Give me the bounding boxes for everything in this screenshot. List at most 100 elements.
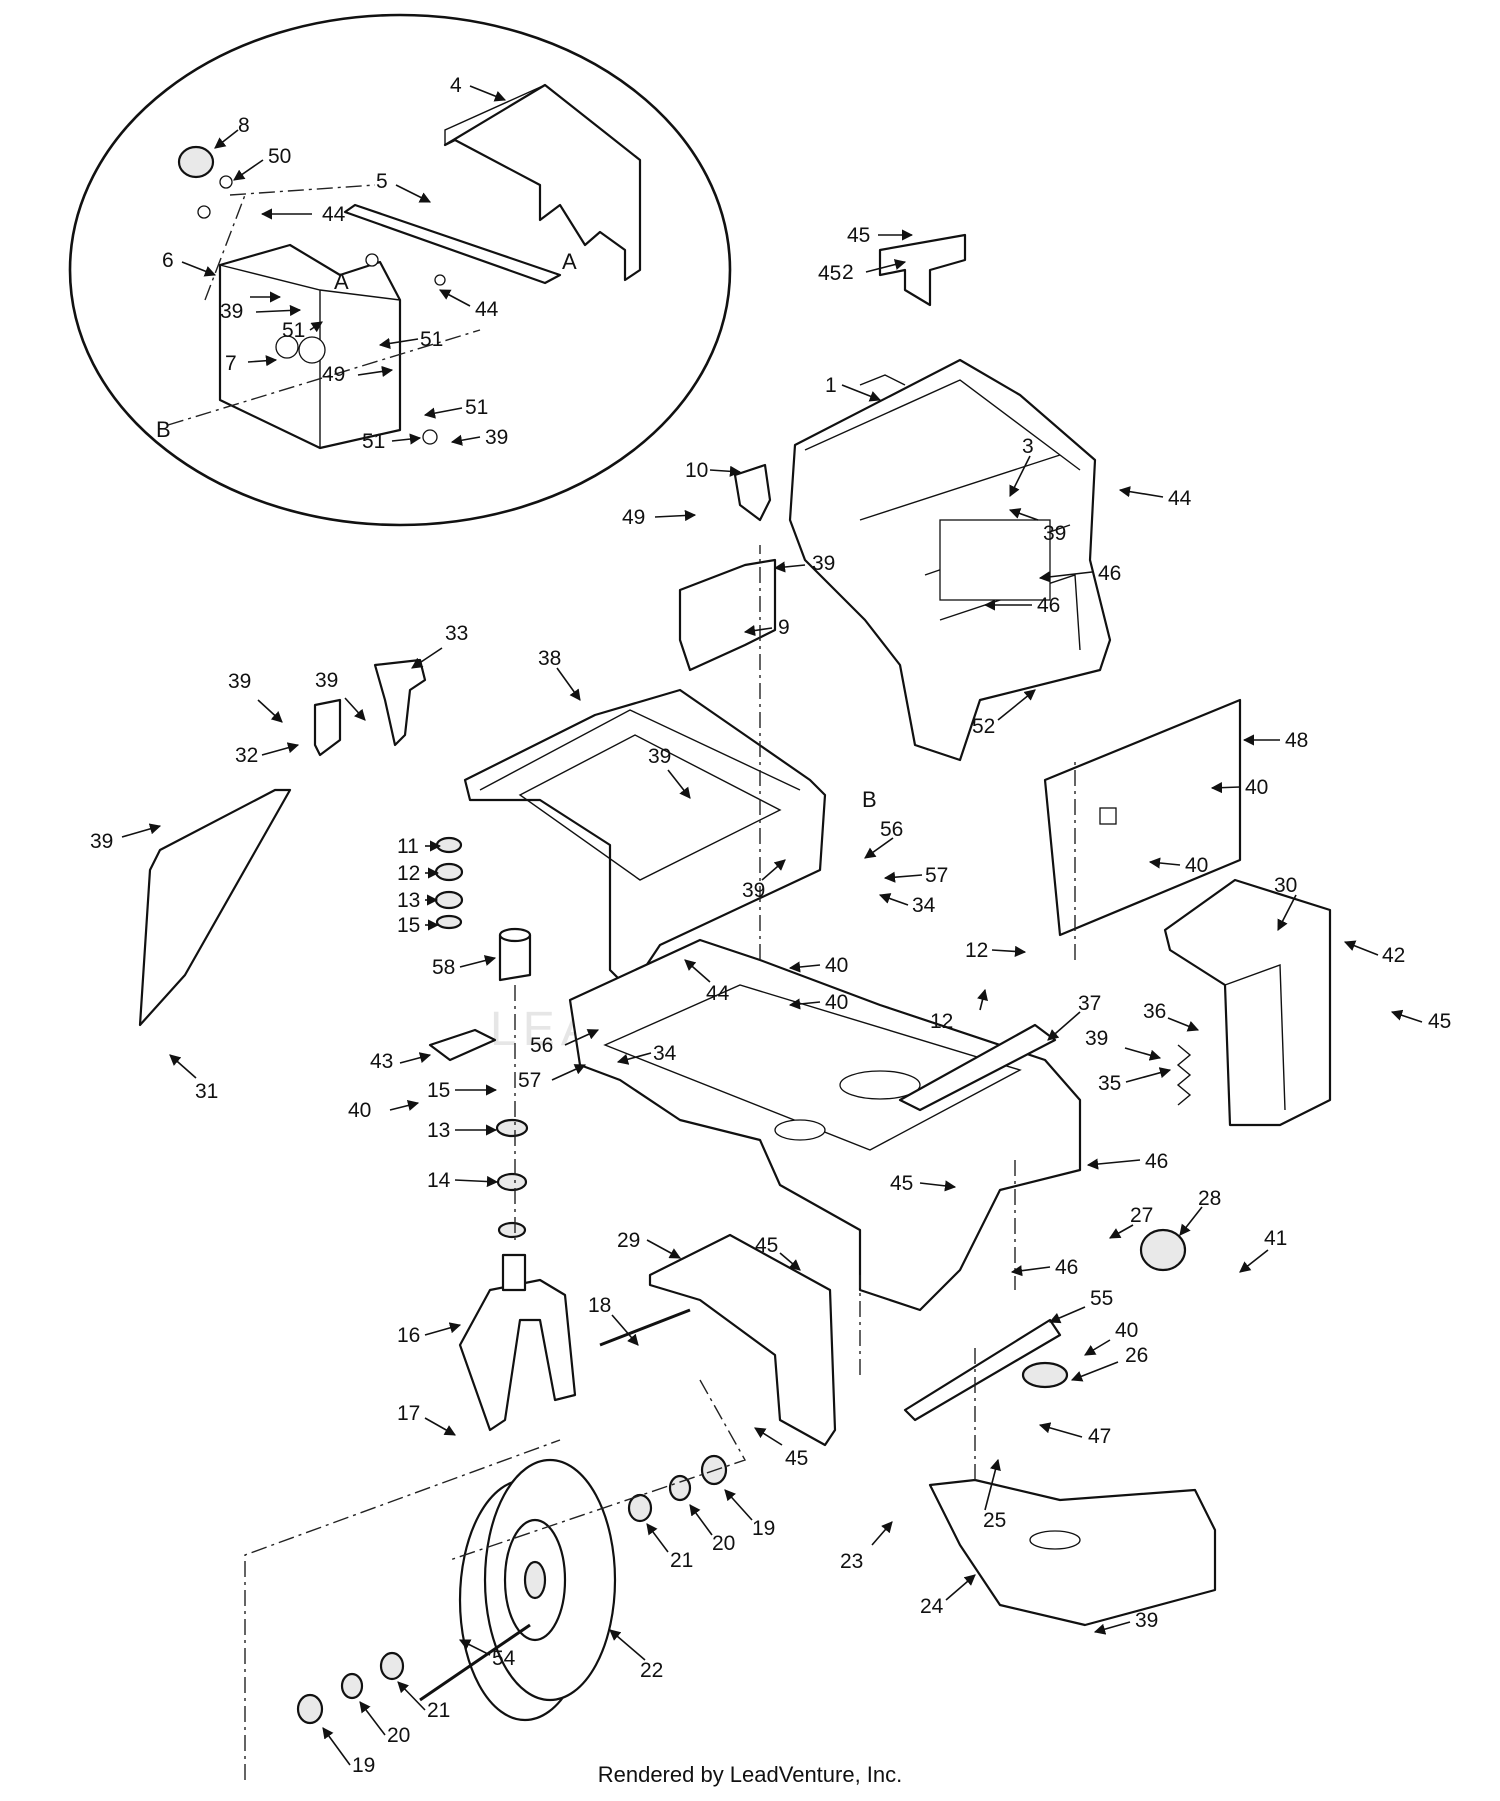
callout-12b: 12 xyxy=(965,939,988,962)
callout-22: 22 xyxy=(640,1659,663,1682)
callout-17: 17 xyxy=(397,1402,420,1425)
callout-43: 43 xyxy=(370,1050,393,1073)
callout-39-plate31: 39 xyxy=(90,830,113,853)
callout-12a: 12 xyxy=(397,862,420,885)
callout-28: 28 xyxy=(1198,1187,1221,1210)
callout-45-plate: 45 xyxy=(755,1234,778,1257)
callout-15a: 15 xyxy=(397,914,420,937)
callout-31: 31 xyxy=(195,1080,218,1103)
callout-44-console: 44 xyxy=(1168,487,1192,510)
callout-39-plate: 39 xyxy=(812,552,835,575)
callout-29: 29 xyxy=(617,1229,640,1252)
callout-36: 36 xyxy=(1143,1000,1166,1023)
callout-45-cover: 45 xyxy=(1428,1010,1451,1033)
callout-51-a: 51 xyxy=(282,319,305,342)
callout-8: 8 xyxy=(238,114,250,137)
main-assembly xyxy=(138,233,1332,1780)
callout-40-frame-a: 40 xyxy=(825,954,848,977)
callout-51-b: 51 xyxy=(420,328,443,351)
callout-48: 48 xyxy=(1285,729,1308,752)
callout-39-left-a: 39 xyxy=(228,670,251,693)
callout-57a: 57 xyxy=(925,864,948,887)
callout-45-bracket-a: 45 xyxy=(847,224,870,247)
callout-33: 33 xyxy=(445,622,468,645)
callout-45-bracket-b: 45 xyxy=(818,262,841,285)
callout-50: 50 xyxy=(268,145,291,168)
callout-11: 11 xyxy=(397,835,419,858)
callout-19b: 19 xyxy=(352,1754,375,1777)
callout-5: 5 xyxy=(376,170,388,193)
callout-49-inset: 49 xyxy=(322,363,345,386)
callout-24: 24 xyxy=(920,1595,944,1618)
callout-45-frame: 45 xyxy=(890,1172,913,1195)
ref-letter-b-box: B xyxy=(156,417,171,442)
callout-40-left: 40 xyxy=(348,1099,371,1122)
callout-40-frame-b: 40 xyxy=(825,991,848,1014)
ref-letter-a-box: A xyxy=(334,269,349,294)
battery-box-inset xyxy=(68,13,732,527)
callout-12c: 12 xyxy=(930,1010,953,1033)
callout-51-d: 51 xyxy=(362,430,385,453)
callout-57b: 57 xyxy=(518,1069,541,1092)
callout-21a: 21 xyxy=(670,1549,693,1572)
callout-47: 47 xyxy=(1088,1425,1111,1448)
callout-39-seat: 39 xyxy=(648,745,671,768)
callout-45-lower: 45 xyxy=(785,1447,808,1470)
callout-39-left-b: 39 xyxy=(315,669,338,692)
callout-49-bracket: 49 xyxy=(622,506,645,529)
callouts: 1 2 3 4 5 6 7 8 9 10 11 12 12 12 13 13 1 xyxy=(90,74,1451,1777)
callout-2: 2 xyxy=(842,261,854,284)
callout-30: 30 xyxy=(1274,874,1297,897)
callout-7: 7 xyxy=(225,352,237,375)
callout-34b: 34 xyxy=(653,1042,677,1065)
callout-10: 10 xyxy=(685,459,708,482)
callout-39-spring: 39 xyxy=(1085,1027,1108,1050)
callout-4: 4 xyxy=(450,74,462,97)
callout-39-console: 39 xyxy=(1043,522,1066,545)
callout-34a: 34 xyxy=(912,894,936,917)
callout-1: 1 xyxy=(825,374,837,397)
ref-letter-b-frame: B xyxy=(862,787,877,812)
callout-19a: 19 xyxy=(752,1517,775,1540)
callout-44-inset-a: 44 xyxy=(322,203,346,226)
callout-39-inset-a: 39 xyxy=(220,300,243,323)
callout-44-inset-b: 44 xyxy=(475,298,499,321)
callout-15b: 15 xyxy=(427,1079,450,1102)
footer-credit: Rendered by LeadVenture, Inc. xyxy=(597,1762,903,1787)
callout-37: 37 xyxy=(1078,992,1101,1015)
callout-39-inset-b: 39 xyxy=(485,426,508,449)
callout-13b: 13 xyxy=(427,1119,450,1142)
callout-41: 41 xyxy=(1264,1227,1287,1250)
ref-letter-a-strap: A xyxy=(562,249,577,274)
callout-3: 3 xyxy=(1022,435,1034,458)
callout-40-panel-b: 40 xyxy=(1185,854,1208,877)
callout-40-footrest: 40 xyxy=(1115,1319,1138,1342)
callout-26: 26 xyxy=(1125,1344,1148,1367)
callout-46-console-a: 46 xyxy=(1098,562,1121,585)
callout-13a: 13 xyxy=(397,889,420,912)
callout-32: 32 xyxy=(235,744,258,767)
callout-58: 58 xyxy=(432,956,455,979)
callout-51-c: 51 xyxy=(465,396,488,419)
callout-56b: 56 xyxy=(530,1034,553,1057)
callout-27: 27 xyxy=(1130,1204,1153,1227)
callout-42: 42 xyxy=(1382,944,1405,967)
callout-46-console-b: 46 xyxy=(1037,594,1060,617)
callout-46-lower: 46 xyxy=(1055,1256,1078,1279)
callout-20a: 20 xyxy=(712,1532,735,1555)
callout-52: 52 xyxy=(972,715,995,738)
callout-40-panel-a: 40 xyxy=(1245,776,1268,799)
callout-38: 38 xyxy=(538,647,561,670)
callout-18: 18 xyxy=(588,1294,611,1317)
callout-9: 9 xyxy=(778,616,790,639)
callout-25: 25 xyxy=(983,1509,1006,1532)
callout-54: 54 xyxy=(492,1647,516,1670)
callout-6: 6 xyxy=(162,249,174,272)
callout-39-frame: 39 xyxy=(742,879,765,902)
callout-56a: 56 xyxy=(880,818,903,841)
callout-20b: 20 xyxy=(387,1724,410,1747)
callout-16: 16 xyxy=(397,1324,420,1347)
callout-14: 14 xyxy=(427,1169,451,1192)
callout-21b: 21 xyxy=(427,1699,450,1722)
callout-35: 35 xyxy=(1098,1072,1121,1095)
